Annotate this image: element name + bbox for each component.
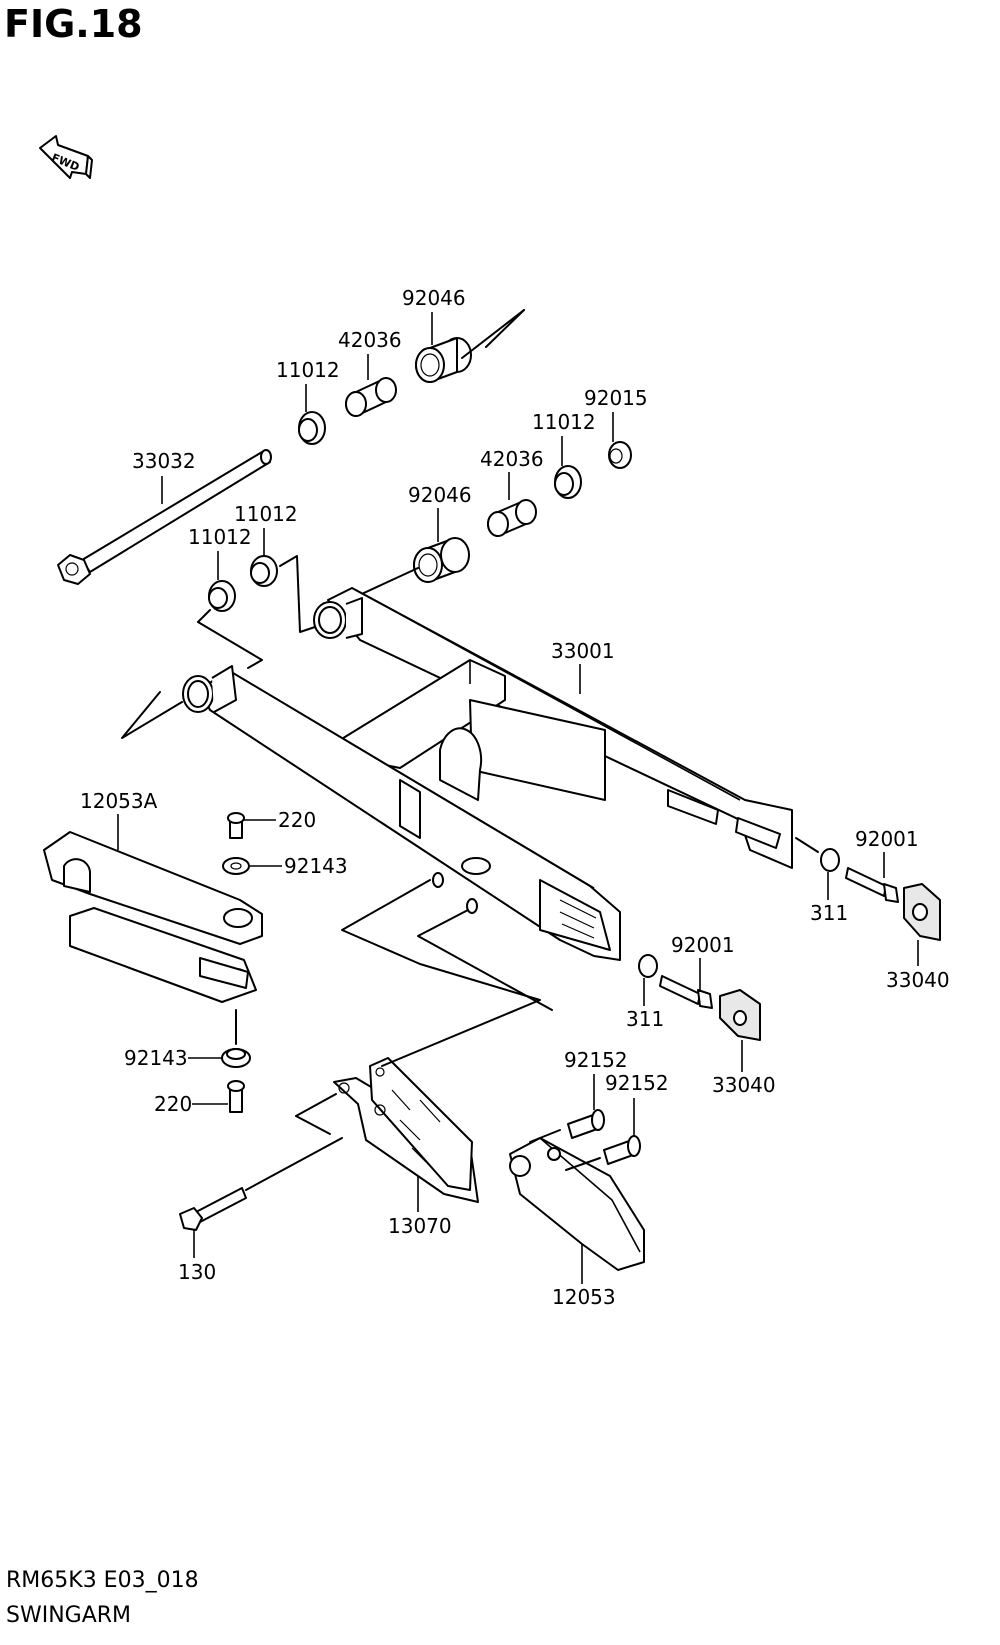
callout-42036-right: 42036: [480, 447, 544, 471]
bearing-92046-lower: [413, 537, 470, 583]
callout-92152-b: 92152: [605, 1071, 669, 1095]
callout-92046-lower: 92046: [408, 483, 472, 507]
callout-33040-right: 33040: [886, 968, 950, 992]
leader-line: [295, 1115, 331, 1135]
leader-line: [795, 837, 819, 853]
callout-220-bottom: 220: [154, 1092, 192, 1116]
callout-130: 130: [178, 1260, 216, 1284]
seal-11012-right: [554, 465, 582, 499]
screw-220-bottom: [227, 1080, 245, 1113]
screw-220-top: [227, 812, 245, 839]
spacer-42036-right: [487, 499, 537, 537]
seal-11012-left-b: [208, 580, 236, 612]
callout-92143-top: 92143: [284, 854, 348, 878]
bolt-92001-left: [659, 975, 713, 1009]
callout-92015: 92015: [584, 386, 648, 410]
leader-line: [565, 1157, 601, 1171]
callout-11012-top: 11012: [276, 358, 340, 382]
leader-line: [279, 555, 319, 633]
washer-92143-bottom: [221, 1048, 251, 1068]
plate-33040-left: [719, 989, 761, 1041]
leader-line: [295, 1093, 337, 1117]
leader-line: [461, 309, 525, 359]
nut-311-left: [638, 954, 658, 978]
callout-13070: 13070: [388, 1214, 452, 1238]
callout-11012-left-b: 11012: [188, 525, 252, 549]
callout-33040-left: 33040: [712, 1073, 776, 1097]
callout-12053: 12053: [552, 1285, 616, 1309]
nut-311-right: [820, 848, 840, 872]
chain-guide-12053: [509, 1137, 645, 1271]
swingarm-33001: [182, 587, 793, 961]
callout-220-top: 220: [278, 808, 316, 832]
callout-311-left: 311: [626, 1007, 664, 1031]
bolt-92001-right: [845, 867, 899, 903]
figure-code: RM65K3 E03_018: [6, 1568, 199, 1593]
bearing-92046-top: [415, 337, 472, 383]
nut-92015: [608, 441, 632, 469]
callouts: 92046 42036 11012 92015 11012 42036 3303…: [80, 286, 950, 1309]
bolt-92152-b: [603, 1135, 641, 1165]
callout-92152-a: 92152: [564, 1048, 628, 1072]
callout-42036-top: 42036: [338, 328, 402, 352]
leader-line: [417, 909, 553, 1011]
leader-line: [197, 609, 263, 669]
leader-line: [121, 691, 183, 739]
callout-11012-left-a: 11012: [234, 502, 298, 526]
spacer-42036-top: [345, 377, 397, 417]
callout-33032: 33032: [132, 449, 196, 473]
pivot-shaft-33032: [57, 449, 272, 585]
chain-guide-13070: [333, 1057, 479, 1203]
seal-11012-left-a: [250, 555, 278, 587]
callout-92143-bottom: 92143: [124, 1046, 188, 1070]
fwd-arrow-icon: FWD: [39, 135, 93, 179]
washer-92143-top: [222, 857, 250, 875]
bolt-130: [179, 1187, 247, 1231]
plate-33040-right: [903, 883, 941, 941]
callout-12053A: 12053A: [80, 789, 158, 813]
callout-92001-left: 92001: [671, 933, 735, 957]
callout-33001: 33001: [551, 639, 615, 663]
bolt-92152-a: [567, 1109, 605, 1139]
chain-slider-12053A: [43, 831, 263, 1003]
seal-11012-top: [298, 411, 326, 445]
callout-92001-right: 92001: [855, 827, 919, 851]
leader-line: [529, 1129, 561, 1143]
leader-line: [341, 879, 541, 1067]
callout-11012-right: 11012: [532, 410, 596, 434]
figure-name: SWINGARM: [6, 1603, 132, 1628]
figure-title: FIG.18: [4, 2, 143, 46]
callout-311-right: 311: [810, 901, 848, 925]
leader-line: [245, 1137, 343, 1191]
callout-92046-top: 92046: [402, 286, 466, 310]
